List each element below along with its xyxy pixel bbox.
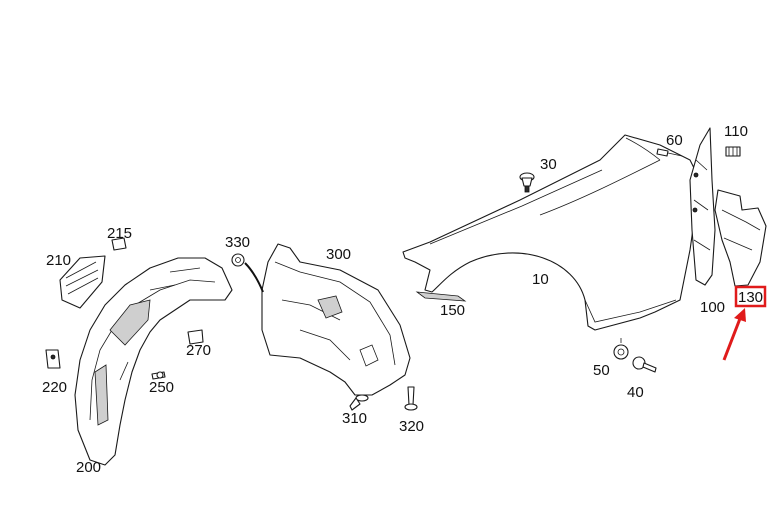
label-p150: 150 [440,302,465,319]
wheel-liner-200[interactable] [74,257,233,466]
label-p310: 310 [342,410,367,427]
label-p270: 270 [186,342,211,359]
grommet-330[interactable] [231,253,264,293]
label-p250: 250 [149,379,174,396]
screw-310[interactable] [349,394,369,411]
trim-strip[interactable] [415,291,467,302]
clip-270[interactable] [187,329,204,345]
highlight-box [734,285,767,308]
label-p320: 320 [399,418,424,435]
wheel-arch-300[interactable] [261,243,411,396]
fender-clip[interactable] [519,172,535,193]
highlight-130 [722,285,767,361]
label-p40: 40 [627,384,644,401]
rivet-320[interactable] [404,386,418,411]
label-p220: 220 [42,379,67,396]
label-p210: 210 [46,252,71,269]
vent-210[interactable] [59,255,106,309]
label-p215: 215 [107,225,132,242]
bracket-220[interactable] [45,349,61,369]
screw-60[interactable] [656,148,683,157]
bracket-100[interactable] [689,127,716,286]
label-p100: 100 [700,299,725,316]
label-p200: 200 [76,459,101,476]
highlight-arrow-head [734,308,746,322]
label-p10: 10 [532,271,549,288]
label-p50: 50 [593,362,610,379]
label-p30: 30 [540,156,557,173]
clip-215[interactable] [111,237,127,251]
insulation-130[interactable] [714,189,767,287]
washer-50[interactable] [613,338,629,360]
bolt-40[interactable] [632,356,657,373]
label-p330: 330 [225,234,250,251]
label-p110: 110 [724,123,748,140]
label-p60: 60 [666,132,683,149]
highlight-arrow-shaft [722,315,743,361]
label-p300: 300 [326,246,351,263]
screw-250[interactable] [151,371,166,380]
label-p130[interactable]: 130 [738,289,763,306]
labels: 10 30 40 50 60 100 110 130 150 200 210 2… [42,123,763,476]
clip-110[interactable] [725,146,741,157]
